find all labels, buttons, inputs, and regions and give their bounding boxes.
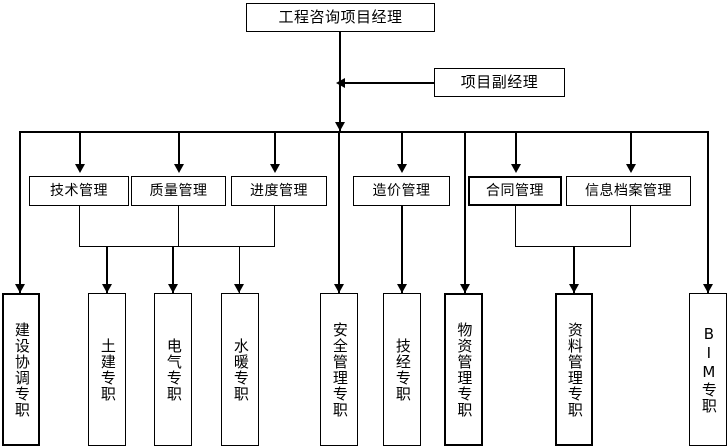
connector-bus-to-dept-3 (401, 131, 403, 168)
connector-suba-to-specialist-2 (172, 246, 174, 293)
arrow-to-specialist-5 (397, 284, 407, 293)
arrow-to-specialist-1 (102, 284, 112, 293)
specialist-label-6: 物资管理专职 (455, 321, 474, 418)
specialist-label-8: BIM专职 (699, 325, 718, 414)
dept-box-4: 合同管理 (468, 176, 562, 206)
connector-bus-to-dept-4 (515, 131, 517, 168)
specialist-label-2: 电气专职 (164, 337, 183, 402)
specialist-box-6: 物资管理专职 (444, 293, 483, 446)
connector-section-right-edge (707, 131, 709, 293)
connector-suba-to-specialist-1 (106, 246, 108, 293)
specialist-label-1: 土建专职 (98, 337, 117, 402)
node-project-manager: 工程咨询项目经理 (246, 3, 435, 32)
connector-main-bus (19, 131, 709, 133)
connector-deputy-to-trunk (344, 82, 434, 84)
connector-bus-to-dept-5 (630, 131, 632, 168)
specialist-label-7: 资料管理专职 (565, 321, 584, 418)
specialist-box-3: 水暖专职 (221, 293, 259, 446)
specialist-box-0: 建设协调专职 (2, 293, 40, 446)
connector-dept2-down (274, 206, 275, 247)
arrow-to-specialist-0 (15, 284, 25, 293)
arrow-to-dept-4 (511, 164, 521, 173)
connector-bus-to-dept-0 (79, 131, 81, 168)
dept-box-3: 造价管理 (353, 176, 450, 206)
dept-label-3: 造价管理 (372, 182, 431, 199)
specialist-box-1: 土建专职 (88, 293, 126, 446)
dept-box-1: 质量管理 (131, 176, 226, 206)
node-deputy-manager: 项目副经理 (434, 68, 565, 97)
arrow-to-specialist-3 (234, 284, 244, 293)
connector-section-left-edge (19, 131, 21, 293)
node-project-manager-label: 工程咨询项目经理 (278, 7, 403, 26)
dept-label-2: 进度管理 (250, 182, 308, 199)
connector-pm-arrowhead (335, 122, 345, 131)
specialist-label-0: 建设协调专职 (12, 321, 31, 418)
connector-section-divider-2 (464, 131, 466, 206)
connector-bus-to-dept-2 (274, 131, 276, 168)
dept-box-2: 进度管理 (231, 176, 327, 206)
connector-subb-to-specialist-6 (573, 246, 575, 293)
connector-bus-to-dept-1 (178, 131, 180, 168)
dept-label-5: 信息档案管理 (585, 182, 672, 199)
specialist-box-8: BIM专职 (689, 293, 727, 446)
arrow-to-dept-3 (397, 164, 407, 173)
connector-section-divider-1 (338, 131, 340, 293)
specialist-box-2: 电气专职 (154, 293, 192, 446)
arrow-to-dept-5 (626, 164, 636, 173)
specialist-box-5: 技经专职 (383, 293, 421, 446)
connector-dept4-down (515, 206, 516, 247)
arrow-to-specialist-8 (703, 284, 713, 293)
specialist-box-7: 资料管理专职 (555, 293, 593, 446)
connector-suba-to-specialist-3 (239, 246, 240, 293)
connector-dept5-down (630, 206, 631, 247)
connector-dept5-to-specialist-7 (464, 206, 466, 293)
specialist-label-3: 水暖专职 (231, 337, 250, 402)
dept-label-1: 质量管理 (149, 182, 208, 199)
dept-box-5: 信息档案管理 (566, 176, 691, 206)
node-deputy-manager-label: 项目副经理 (460, 72, 539, 91)
arrow-to-dept-0 (75, 164, 85, 173)
connector-deputy-arrowhead (336, 78, 345, 88)
arrow-to-specialist-7 (460, 284, 470, 293)
specialist-label-4: 安全管理专职 (330, 321, 349, 418)
specialist-label-5: 技经专职 (393, 337, 412, 402)
dept-label-4: 合同管理 (486, 182, 544, 199)
arrow-to-specialist-6 (569, 284, 579, 293)
dept-label-0: 技术管理 (50, 182, 108, 199)
connector-dept1-down (178, 206, 179, 247)
dept-box-0: 技术管理 (29, 176, 129, 206)
arrow-to-dept-1 (174, 164, 184, 173)
connector-sub-bus-a (79, 246, 275, 247)
specialist-box-4: 安全管理专职 (320, 293, 358, 446)
connector-dept0-down (79, 206, 80, 247)
arrow-to-dept-2 (270, 164, 280, 173)
connector-dept3-to-specialist-5 (401, 206, 403, 293)
arrow-to-specialist-4 (334, 284, 344, 293)
arrow-to-specialist-2 (168, 284, 178, 293)
